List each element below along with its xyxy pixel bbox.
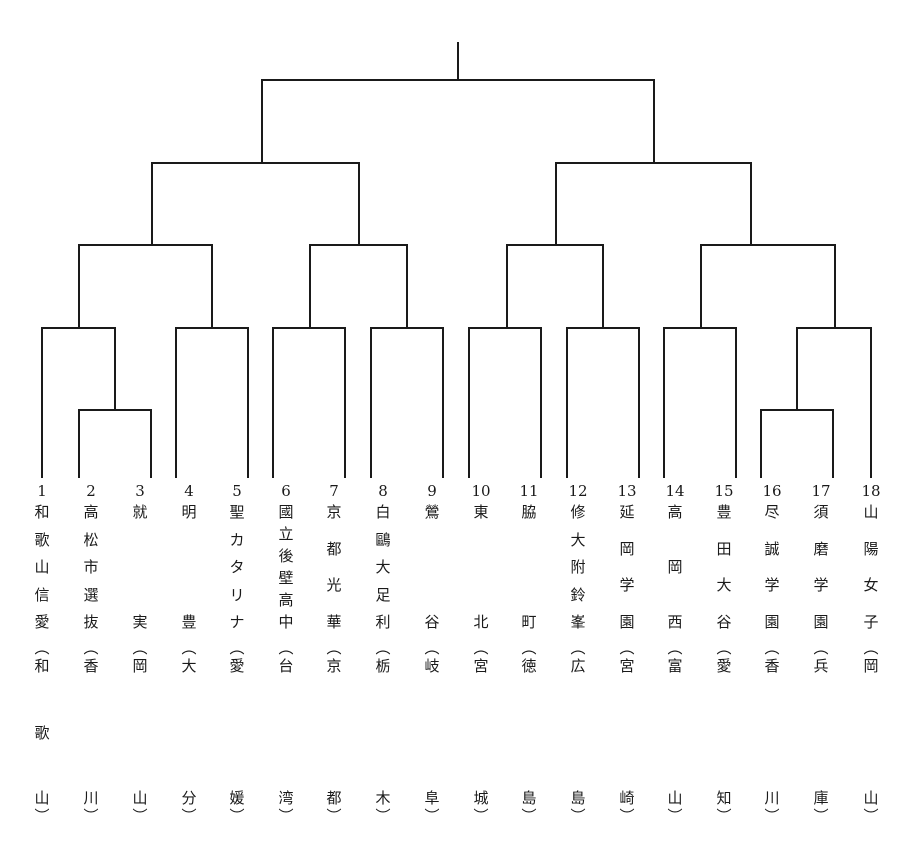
team-number: 10 [471,482,491,500]
team-number: 6 [281,482,291,500]
team-number: 13 [617,482,637,500]
team-prefecture: ︵宮崎︶ [619,639,635,825]
team-school-name: 延岡学園 [619,503,635,631]
team-number: 14 [665,482,685,500]
team-prefecture: ︵台湾︶ [278,639,294,825]
team-prefecture: ︵大分︶ [181,639,197,825]
team-number: 12 [568,482,588,500]
team-entry: 18 山陽女子 ︵岡山︶ [851,482,891,825]
team-school-name: 白鷗大足利 [375,503,391,631]
team-number: 15 [714,482,734,500]
team-number: 3 [135,482,145,500]
team-school-name: 就実 [132,503,148,631]
team-prefecture: ︵愛知︶ [716,639,732,825]
team-entry: 13 延岡学園 ︵宮崎︶ [607,482,647,825]
team-number: 8 [378,482,388,500]
team-school-name: 京都光華 [326,503,342,631]
team-number: 2 [86,482,96,500]
team-school-name: 高松市選抜 [83,503,99,631]
team-entry: 11 脇町 ︵徳島︶ [509,482,549,825]
team-school-name: 鶯谷 [424,503,440,631]
team-number: 11 [519,482,539,500]
team-prefecture: ︵岡山︶ [132,639,148,825]
team-number: 1 [37,482,47,500]
team-prefecture: ︵香川︶ [83,639,99,825]
team-number: 5 [232,482,242,500]
team-entry: 5 聖カタリナ ︵愛媛︶ [217,482,257,825]
team-school-name: 山陽女子 [863,503,879,631]
team-school-name: 脇町 [521,503,537,631]
team-prefecture: ︵和歌山︶ [34,639,50,825]
team-prefecture: ︵兵庫︶ [813,639,829,825]
team-entry: 14 高岡西 ︵富山︶ [655,482,695,825]
team-prefecture: ︵栃木︶ [375,639,391,825]
team-school-name: 明豊 [181,503,197,631]
team-number: 18 [861,482,881,500]
team-entry: 3 就実 ︵岡山︶ [120,482,160,825]
team-entry: 2 高松市選抜 ︵香川︶ [71,482,111,825]
team-school-name: 豊田大谷 [716,503,732,631]
team-school-name: 和歌山信愛 [34,503,50,631]
team-number: 16 [762,482,782,500]
team-number: 17 [811,482,831,500]
team-entry: 1 和歌山信愛 ︵和歌山︶ [22,482,62,825]
team-entry: 7 京都光華 ︵京都︶ [314,482,354,825]
team-school-name: 高岡西 [667,503,683,631]
team-number: 4 [184,482,194,500]
team-entry: 17 須磨学園 ︵兵庫︶ [801,482,841,825]
team-prefecture: ︵徳島︶ [521,639,537,825]
team-prefecture: ︵富山︶ [667,639,683,825]
team-prefecture: ︵岐阜︶ [424,639,440,825]
team-school-name: 國立後壁高中 [278,503,294,631]
team-school-name: 尽誠学園 [764,503,780,631]
team-prefecture: ︵京都︶ [326,639,342,825]
team-prefecture: ︵広島︶ [570,639,586,825]
team-prefecture: ︵岡山︶ [863,639,879,825]
team-number: 9 [427,482,437,500]
team-prefecture: ︵宮城︶ [473,639,489,825]
team-number: 7 [329,482,339,500]
team-entry: 4 明豊 ︵大分︶ [169,482,209,825]
team-entry: 15 豊田大谷 ︵愛知︶ [704,482,744,825]
team-school-name: 須磨学園 [813,503,829,631]
team-prefecture: ︵香川︶ [764,639,780,825]
team-entry: 12 修大附鈴峯 ︵広島︶ [558,482,598,825]
team-school-name: 修大附鈴峯 [570,503,586,631]
team-entry: 6 國立後壁高中 ︵台湾︶ [266,482,306,825]
team-school-name: 聖カタリナ [229,503,245,631]
team-prefecture: ︵愛媛︶ [229,639,245,825]
team-entry: 9 鶯谷 ︵岐阜︶ [412,482,452,825]
team-entry: 8 白鷗大足利 ︵栃木︶ [363,482,403,825]
team-entry: 10 東北 ︵宮城︶ [461,482,501,825]
team-entry: 16 尽誠学園 ︵香川︶ [752,482,792,825]
team-school-name: 東北 [473,503,489,631]
